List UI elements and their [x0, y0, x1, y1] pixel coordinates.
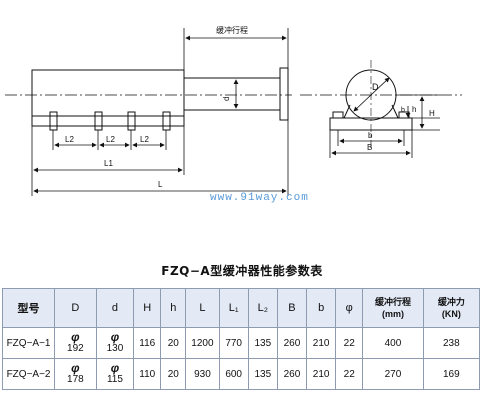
cell-model: FZQ−A−1 [1, 327, 56, 359]
header-h: h [160, 288, 187, 328]
phi-symbol: φ [110, 330, 120, 344]
side-view [5, 67, 292, 131]
end-view-support [343, 104, 399, 119]
rod-diameter-label: d [222, 97, 231, 101]
header-stroke: 缓冲行程 (mm) [362, 288, 424, 328]
l-dimension [33, 120, 289, 196]
cell-phi: 22 [335, 327, 364, 359]
spec-table: 型号 D d H h L L₁ L₂ B b φ 缓冲行程 (mm) 缓冲力 (… [1, 288, 481, 390]
cell-B: 260 [276, 327, 308, 359]
header-force: 缓冲力 (KN) [422, 288, 481, 328]
l1-label: L1 [104, 159, 113, 168]
header-L: L [185, 288, 220, 328]
stroke-label: 缓冲行程 [216, 25, 248, 35]
outer-diameter-label: D [372, 82, 379, 92]
header-L1: L₁ [218, 288, 249, 328]
cell-L: 930 [185, 358, 220, 390]
cylinder-body [31, 69, 185, 117]
base-lug [162, 111, 171, 131]
outer-diameter-dimension [353, 77, 390, 112]
cell-d-value: 115 [106, 374, 123, 385]
header-model: 型号 [1, 288, 56, 328]
header-L2: L₂ [247, 288, 278, 328]
cell-d-value: 130 [106, 343, 124, 354]
cell-D-value: 178 [67, 374, 84, 385]
phi-symbol: φ [71, 361, 80, 375]
end-view-foot [332, 111, 344, 119]
cell-H: 116 [133, 327, 162, 359]
l-label: L [158, 180, 163, 189]
cell-h: 20 [160, 327, 187, 359]
header-B: B [276, 288, 308, 328]
base-lug [94, 111, 103, 131]
cell-h: 20 [160, 358, 187, 390]
piston-rod [183, 77, 281, 111]
table-caption: FZQ−A型缓冲器性能参数表 [161, 264, 323, 278]
end-view [300, 60, 462, 150]
cell-force: 169 [422, 358, 481, 390]
base-lug [49, 111, 58, 131]
cell-L2: 135 [247, 358, 278, 390]
phi-symbol: φ [110, 361, 120, 375]
cell-D-value: 192 [67, 343, 84, 354]
height-dimensions [396, 94, 440, 131]
table-header-row: 型号 D d H h L L₁ L₂ B b φ 缓冲行程 (mm) 缓冲力 (… [1, 288, 481, 328]
B-label: B [367, 143, 372, 152]
cell-model: FZQ−A−2 [1, 358, 56, 390]
cell-L1: 770 [218, 327, 249, 359]
cell-L: 1200 [185, 327, 220, 359]
header-D: D [54, 288, 97, 328]
l2-label-3: L2 [140, 135, 149, 144]
cell-stroke: 270 [362, 358, 424, 390]
technical-drawing: 缓冲行程 d L2 L2 L2 L1 L [5, 25, 462, 196]
l2-dimensions [52, 130, 167, 150]
l2-label-2: L2 [106, 135, 115, 144]
b-label: b [368, 131, 373, 140]
cell-force: 238 [422, 327, 481, 359]
cell-L1: 600 [218, 358, 249, 390]
header-b: b [306, 288, 337, 328]
l1-dimension [31, 126, 185, 196]
mounting-base [31, 115, 185, 127]
l2-label-1: L2 [65, 135, 74, 144]
cell-phi: 22 [335, 358, 364, 390]
cell-B: 260 [276, 358, 308, 390]
header-H: H [133, 288, 162, 328]
cell-H: 110 [133, 358, 162, 390]
phi-symbol: φ [71, 330, 80, 344]
rod-end-flange [279, 67, 289, 121]
stroke-dimension [183, 28, 289, 78]
H-label: H [429, 109, 435, 118]
cell-L2: 135 [247, 327, 278, 359]
header-d: d [95, 288, 135, 328]
b-small-label: b [401, 107, 405, 114]
cell-b: 210 [306, 358, 337, 390]
cell-b: 210 [306, 327, 337, 359]
watermark-text: www.91way.com [210, 192, 309, 204]
base-lug [127, 111, 136, 131]
width-dimensions [329, 130, 413, 158]
h-label: h [412, 105, 416, 114]
cell-stroke: 400 [362, 327, 424, 359]
header-phi: φ [335, 288, 364, 328]
